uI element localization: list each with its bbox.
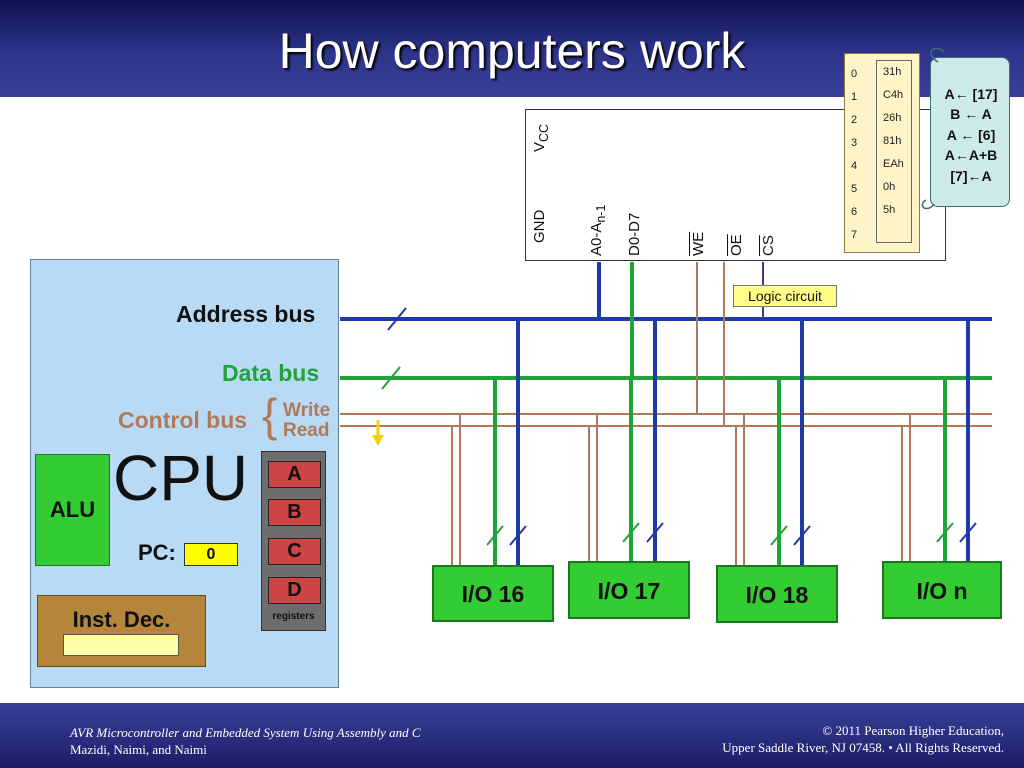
data-bus-width-tick	[381, 366, 401, 390]
memory-address: 1	[851, 91, 858, 103]
control-bus-label: Control bus	[118, 407, 248, 433]
footer-authors: Mazidi, Naimi, and Naimi	[70, 742, 207, 757]
instruction-decoder: Inst. Dec.	[37, 595, 206, 667]
memory-address: 3	[851, 137, 858, 149]
io16-width-tick	[486, 525, 504, 546]
register-d: D	[268, 577, 321, 604]
read-arrow-icon	[372, 420, 384, 446]
io-16-box: I/O 16	[432, 565, 554, 622]
slide-footer	[0, 703, 1024, 768]
program-counter: 0	[184, 543, 238, 566]
cpu-label: CPU	[113, 442, 249, 514]
io-17-box: I/O 17	[568, 561, 690, 619]
memory-address: 4	[851, 160, 858, 172]
logic-circuit-label: Logic circuit	[733, 285, 837, 307]
memory-address: 5	[851, 183, 858, 195]
read-signal-label: Read	[283, 420, 330, 441]
address-bus-label: Address bus	[176, 301, 316, 327]
io16-width-tick	[509, 525, 527, 546]
register-file: A B C D registers	[261, 451, 326, 631]
inst-dec-label: Inst. Dec.	[72, 607, 171, 632]
scroll-curl-icon	[930, 47, 945, 63]
footer-copyright: © 2011 Pearson Higher Education,	[822, 723, 1004, 738]
memory-value: 31h	[883, 66, 902, 78]
program-line: A ← [6]	[946, 127, 996, 143]
memory-value: 81h	[883, 135, 902, 147]
program-line: B ← A	[950, 106, 992, 122]
memory-address: 6	[851, 206, 858, 218]
io18-width-tick	[793, 525, 811, 546]
footer-rights: Upper Saddle River, NJ 07458. • All Righ…	[722, 740, 1004, 755]
io-18-box: I/O 18	[716, 565, 838, 623]
memory-value: EAh	[883, 158, 904, 170]
write-signal-label: Write	[283, 400, 331, 421]
program-scroll: A← [17] B ← A A ← [6] A←A+B [7]←A	[930, 57, 1010, 207]
io18-width-tick	[770, 525, 788, 546]
footer-book-title: AVR Microcontroller and Embedded System …	[70, 725, 421, 740]
io-n-box: I/O n	[882, 561, 1002, 619]
registers-caption: registers	[272, 611, 315, 622]
memory-address: 0	[851, 68, 858, 80]
memory-value: 5h	[883, 204, 896, 216]
register-c: C	[268, 538, 321, 565]
slide-title: How computers work	[278, 23, 746, 79]
scroll-curl-icon	[921, 199, 935, 210]
memory-value: 26h	[883, 112, 902, 124]
register-a: A	[268, 461, 321, 488]
register-b: B	[268, 499, 321, 526]
memory-value: 0h	[883, 181, 896, 193]
data-bus-label: Data bus	[222, 360, 320, 386]
memory-content-table: 0 31h 1 C4h 2 26h 3 81h 4 EAh 5 0h 6 5h …	[844, 53, 920, 253]
memory-address: 7	[851, 229, 858, 241]
ion-width-tick	[959, 522, 977, 543]
memory-value: C4h	[883, 89, 904, 101]
program-line: A← [17]	[944, 86, 998, 102]
control-bus-brace: {	[262, 389, 278, 441]
alu-box: ALU	[35, 454, 110, 566]
ion-width-tick	[936, 522, 954, 543]
io17-width-tick	[622, 522, 640, 543]
io17-width-tick	[646, 522, 664, 543]
memory-cell-column	[876, 60, 912, 243]
instruction-field	[63, 634, 179, 656]
memory-address: 2	[851, 114, 858, 126]
program-line: [7]←A	[950, 168, 992, 184]
program-line: A←A+B	[944, 147, 998, 163]
address-bus-width-tick	[387, 307, 407, 331]
pc-label: PC:	[138, 540, 176, 565]
